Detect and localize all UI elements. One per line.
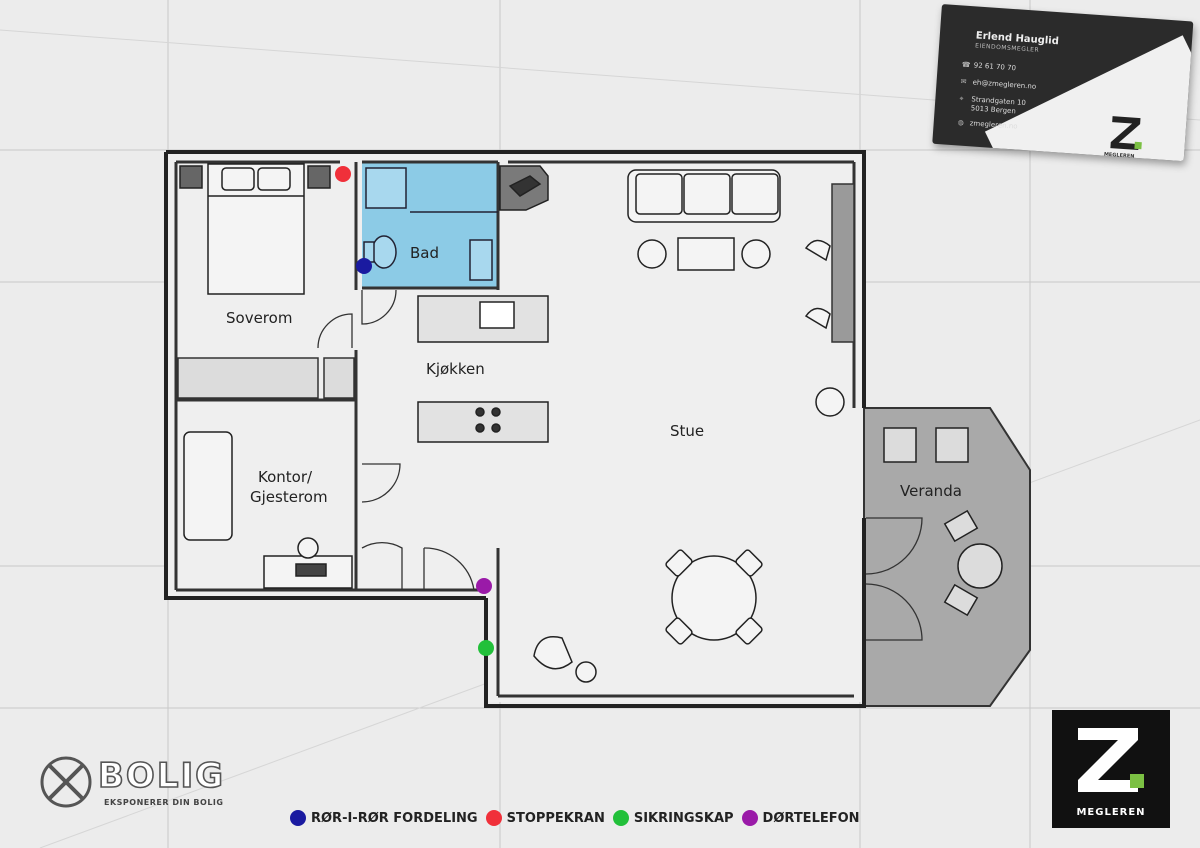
legend-dot-purple (741, 810, 758, 826)
location-icon: ⌖ (959, 94, 964, 103)
agent-email: eh@zmegleren.no (972, 78, 1037, 91)
room-label-bad: Bad (410, 244, 439, 262)
mail-icon: ✉ (960, 77, 967, 86)
legend-item-ror-i-ror: RØR-I-RØR FORDELING (290, 810, 478, 826)
kitchen-window (831, 183, 855, 343)
agent-phone: 92 61 70 70 (973, 61, 1017, 73)
room-label-kontor: Kontor/ (258, 468, 313, 486)
office-furniture (183, 431, 353, 589)
bolig-tagline: EKSPONERER DIN BOLIG (104, 798, 224, 807)
legend-label: DØRTELEFON (762, 810, 860, 826)
doors (317, 289, 923, 641)
room-label-gjesterom: Gjesterom (250, 488, 328, 506)
veranda-furniture (883, 427, 1003, 617)
legend-label: RØR-I-RØR FORDELING (311, 810, 478, 826)
legend-item-sikringskap: SIKRINGSKAP (612, 810, 734, 826)
marker-sikringskap (478, 640, 494, 656)
legend-label: SIKRINGSKAP (633, 810, 734, 826)
phone-icon: ☎ (961, 60, 971, 70)
interior-walls (174, 160, 856, 698)
business-card: Erlend Hauglid EIENDOMSMEGLER ☎ 92 61 70… (932, 4, 1194, 162)
zmegleren-card-logo (1110, 116, 1142, 151)
legend-dot-blue (290, 810, 306, 826)
room-label-soverom: Soverom (226, 309, 292, 327)
kitchen-counters (417, 295, 549, 443)
legend-dot-red (485, 810, 502, 826)
living-room-furniture (627, 169, 845, 417)
marker-ror-i-ror (356, 258, 372, 274)
dining-table (533, 549, 763, 683)
entry-cabinet (323, 357, 355, 399)
room-label-kjokken: Kjøkken (426, 360, 485, 378)
fireplace (499, 165, 549, 211)
room-label-veranda: Veranda (900, 482, 962, 500)
legend-label: STOPPEKRAN (506, 810, 605, 826)
house-icon (40, 756, 92, 808)
zmegleren-logo: MEGLEREN (1052, 710, 1170, 828)
web-icon: ◍ (957, 118, 965, 127)
legend-item-stoppekran: STOPPEKRAN (485, 810, 605, 826)
marker-dortelefon (476, 578, 492, 594)
z-logo-icon (1078, 728, 1144, 792)
legend-item-dortelefon: DØRTELEFON (741, 810, 860, 826)
marker-stoppekran (335, 166, 351, 182)
bolig-logo: BOLIG EKSPONERER DIN BOLIG (38, 755, 248, 812)
bathroom-fixtures (363, 167, 498, 281)
double-bed (179, 163, 331, 295)
legend: RØR-I-RØR FORDELING STOPPEKRAN SIKRINGSK… (290, 810, 860, 826)
legend-dot-green (612, 810, 629, 826)
room-label-stue: Stue (670, 422, 704, 440)
bolig-wordmark: BOLIG (97, 755, 226, 797)
bedroom-wardrobe (177, 357, 319, 399)
zmegleren-name: MEGLEREN (1076, 807, 1146, 818)
